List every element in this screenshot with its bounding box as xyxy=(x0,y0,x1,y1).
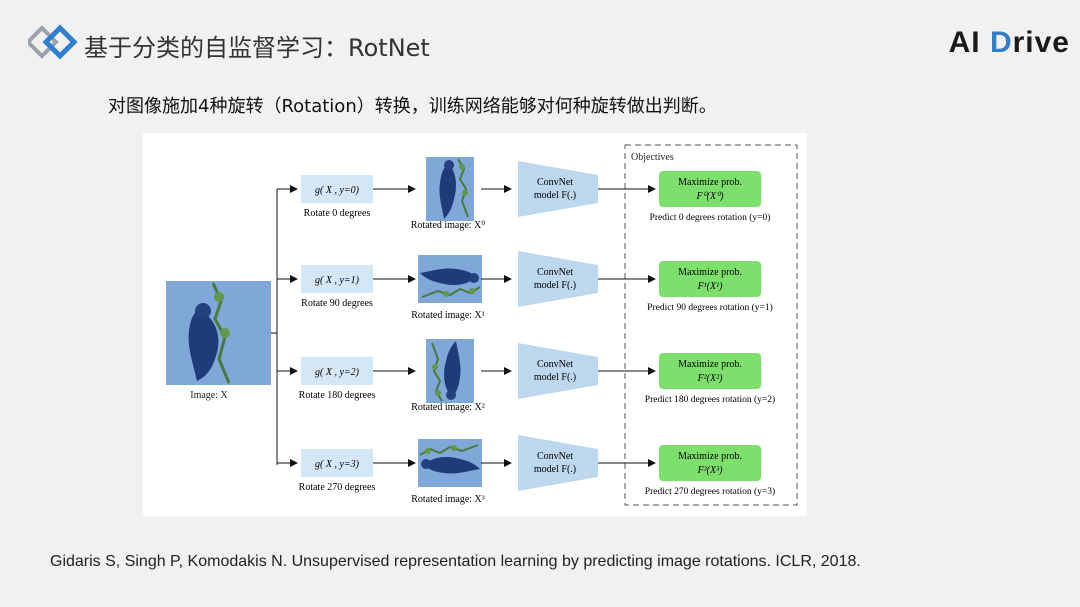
rotated-image xyxy=(417,438,483,488)
brand-prefix: AI xyxy=(948,26,990,59)
transform-label: g( X , y=3) xyxy=(315,459,360,470)
input-image-label: Image: X xyxy=(190,390,228,401)
rotate-label: Rotate 180 degrees xyxy=(299,390,376,401)
transform-box xyxy=(301,449,373,477)
predict-label: Predict 180 degrees rotation (y=2) xyxy=(645,394,775,405)
slide-title: 基于分类的自监督学习：RotNet xyxy=(84,34,430,62)
objective-prob: F²(X²) xyxy=(697,373,724,384)
rotated-image xyxy=(425,338,475,404)
objectives-title: Objectives xyxy=(631,152,674,163)
convnet-trapezoid xyxy=(518,343,598,399)
convnet-trapezoid xyxy=(518,251,598,307)
objective-label: Maximize prob. xyxy=(678,451,742,462)
objective-label: Maximize prob. xyxy=(678,177,742,188)
rotate-label: Rotate 90 degrees xyxy=(301,298,373,309)
objective-box xyxy=(659,353,761,389)
convnet-model-label: model F(.) xyxy=(534,280,576,291)
objective-label: Maximize prob. xyxy=(678,267,742,278)
transform-box xyxy=(301,175,373,203)
diamond-logo-icon xyxy=(28,24,78,60)
citation: Gidaris S, Singh P, Komodakis N. Unsuper… xyxy=(50,553,861,570)
convnet-label: ConvNet xyxy=(537,177,573,188)
convnet-trapezoid xyxy=(518,161,598,217)
transform-label: g( X , y=2) xyxy=(315,367,360,378)
rotated-image-label: Rotated image: X⁰ xyxy=(411,220,486,231)
rotate-label: Rotate 0 degrees xyxy=(304,208,371,219)
brand-logo: AI Drive xyxy=(949,26,1070,60)
objective-box xyxy=(659,445,761,481)
objective-label: Maximize prob. xyxy=(678,359,742,370)
rotated-image-label: Rotated image: X² xyxy=(411,402,485,413)
objective-prob: F⁰(X⁰) xyxy=(696,191,725,202)
brand-letter-d: D xyxy=(989,26,1013,59)
rotate-label: Rotate 270 degrees xyxy=(299,482,376,493)
convnet-trapezoid xyxy=(518,435,598,491)
rotnet-diagram: Objectives Image: X g( X , y=0) Rotate 0 … xyxy=(166,144,798,506)
convnet-model-label: model F(.) xyxy=(534,190,576,201)
convnet-label: ConvNet xyxy=(537,359,573,370)
input-image xyxy=(166,281,271,385)
predict-label: Predict 90 degrees rotation (y=1) xyxy=(647,302,773,313)
transform-label: g( X , y=1) xyxy=(315,275,360,286)
rotnet-figure: Objectives Image: X g( X , y=0) Rotate 0 … xyxy=(143,133,807,516)
slide-subtitle: 对图像施加4种旋转（Rotation）转换，训练网络能够对何种旋转做出判断。 xyxy=(108,96,717,117)
objective-prob: F¹(X¹) xyxy=(697,281,724,292)
objective-prob: F³(X³) xyxy=(697,465,724,476)
rotated-image-label: Rotated image: X¹ xyxy=(411,310,485,321)
objective-box xyxy=(659,261,761,297)
transform-box xyxy=(301,357,373,385)
rotated-image-label: Rotated image: X³ xyxy=(411,494,485,505)
convnet-model-label: model F(.) xyxy=(534,372,576,383)
convnet-model-label: model F(.) xyxy=(534,464,576,475)
convnet-label: ConvNet xyxy=(537,267,573,278)
rotated-image xyxy=(417,254,483,304)
predict-label: Predict 270 degrees rotation (y=3) xyxy=(645,486,775,497)
brand-suffix: rive xyxy=(1012,26,1070,59)
predict-label: Predict 0 degrees rotation (y=0) xyxy=(650,212,771,223)
transform-box xyxy=(301,265,373,293)
transform-label: g( X , y=0) xyxy=(315,185,360,196)
rotated-image xyxy=(425,156,475,222)
objectives-panel xyxy=(624,144,798,506)
objective-box xyxy=(659,171,761,207)
convnet-label: ConvNet xyxy=(537,451,573,462)
